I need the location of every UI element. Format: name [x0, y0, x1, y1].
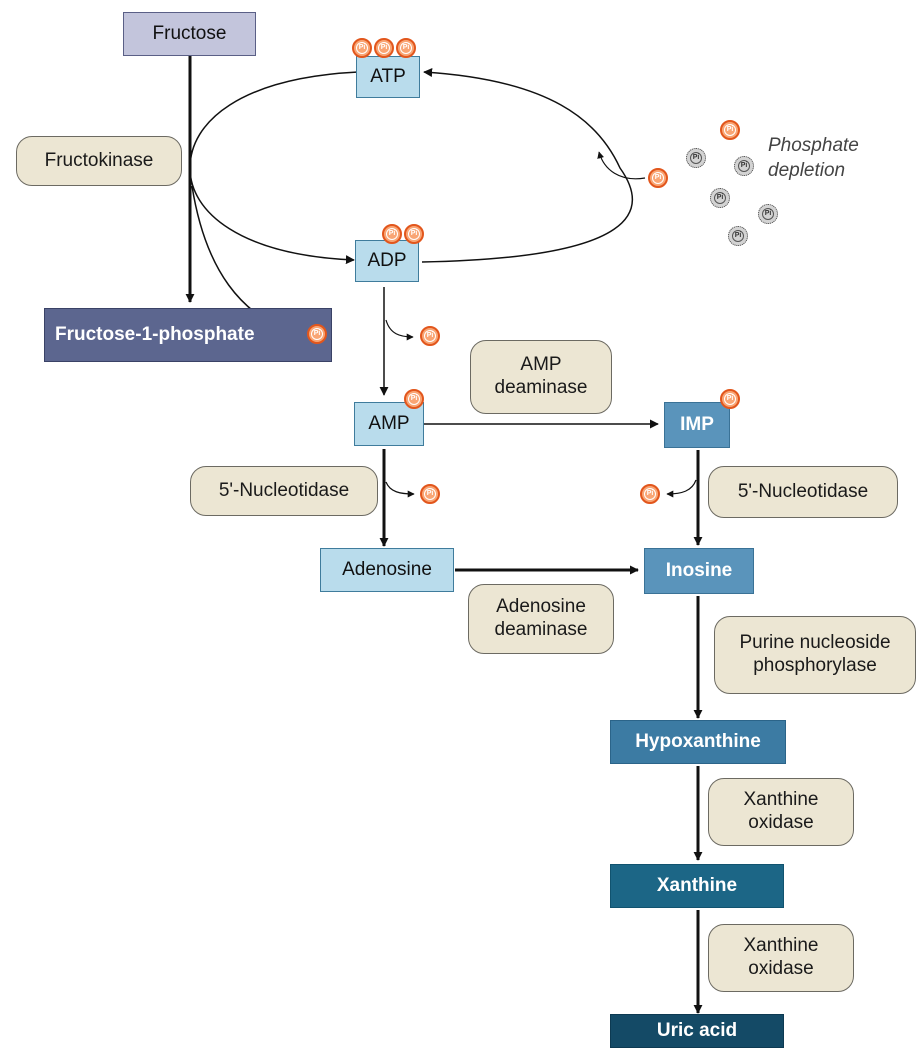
amp-pi-release-arrow	[385, 481, 415, 498]
enzyme-amp-deaminase-line2: deaminase	[494, 377, 588, 398]
phosphate-icon: Pi	[307, 324, 327, 344]
enzyme-xanthine-oxidase-1: Xanthine oxidase	[708, 778, 854, 846]
node-xanthine-label: Xanthine	[656, 875, 738, 897]
node-adp-label: ADP	[367, 250, 407, 272]
enzyme-amp-deaminase: AMP deaminase	[470, 340, 612, 414]
phosphate-icon: Pi	[420, 326, 440, 346]
phosphate-icon: Pi	[720, 120, 740, 140]
phosphate-return-arrow	[597, 151, 646, 180]
cycle-arc-left	[189, 71, 359, 265]
enzyme-fructokinase: Fructokinase	[16, 136, 182, 186]
phosphate-icon: Pi	[404, 224, 424, 244]
enzyme-adenosine-deaminase-line2: deaminase	[494, 619, 588, 640]
node-adp: ADP	[355, 240, 419, 282]
node-atp-label: ATP	[370, 66, 406, 88]
node-adenosine-label: Adenosine	[342, 559, 432, 581]
phosphate-icon: Pi	[374, 38, 394, 58]
node-fructose-1-phosphate: Fructose-1-phosphate	[44, 308, 332, 362]
node-fructose-label: Fructose	[152, 23, 227, 45]
enzyme-fructokinase-label: Fructokinase	[44, 149, 154, 171]
node-fructose-1-phosphate-label: Fructose-1-phosphate	[55, 324, 255, 346]
phosphate-icon: Pi	[640, 484, 660, 504]
node-inosine-label: Inosine	[665, 560, 733, 582]
node-uric-acid: Uric acid	[610, 1014, 784, 1048]
enzyme-xanthine-oxidase-1-line1: Xanthine	[743, 789, 819, 811]
inorganic-phosphate-icon: Pi	[758, 204, 778, 224]
node-fructose: Fructose	[123, 12, 256, 56]
enzyme-xanthine-oxidase-1-line2: oxidase	[748, 812, 814, 833]
enzyme-5-nucleotidase-left-label: 5'-Nucleotidase	[218, 479, 350, 501]
enzyme-xanthine-oxidase-2-line1: Xanthine	[743, 935, 819, 957]
enzyme-adenosine-deaminase: Adenosine deaminase	[468, 584, 614, 654]
node-xanthine: Xanthine	[610, 864, 784, 908]
node-atp: ATP	[356, 56, 420, 98]
phosphate-icon: Pi	[404, 389, 424, 409]
phosphate-icon: Pi	[382, 224, 402, 244]
phosphate-icon: Pi	[396, 38, 416, 58]
node-amp: AMP	[354, 402, 424, 446]
adp-pi-release-arrow	[385, 319, 414, 341]
enzyme-5-nucleotidase-right-label: 5'-Nucleotidase	[737, 480, 869, 502]
inorganic-phosphate-icon: Pi	[734, 156, 754, 176]
phosphate-depletion-line2: depletion	[768, 159, 846, 181]
phosphate-icon: Pi	[720, 389, 740, 409]
phosphate-icon: Pi	[420, 484, 440, 504]
enzyme-xanthine-oxidase-2-line2: oxidase	[748, 958, 814, 979]
enzyme-xanthine-oxidase-2: Xanthine oxidase	[708, 924, 854, 992]
cycle-arc-right	[421, 68, 633, 263]
imp-pi-release-arrow	[666, 479, 697, 498]
phosphate-icon: Pi	[648, 168, 668, 188]
node-imp-label: IMP	[680, 414, 714, 436]
node-imp: IMP	[664, 402, 730, 448]
phosphate-icon: Pi	[352, 38, 372, 58]
phosphate-depletion-line1: Phosphate	[768, 135, 859, 156]
node-inosine: Inosine	[644, 548, 754, 594]
enzyme-amp-deaminase-line1: AMP	[520, 354, 562, 376]
enzyme-adenosine-deaminase-line1: Adenosine	[496, 596, 586, 618]
inorganic-phosphate-icon: Pi	[710, 188, 730, 208]
node-hypoxanthine-label: Hypoxanthine	[635, 731, 761, 753]
node-amp-label: AMP	[368, 413, 410, 435]
inorganic-phosphate-icon: Pi	[728, 226, 748, 246]
node-uric-acid-label: Uric acid	[656, 1020, 738, 1041]
enzyme-5-nucleotidase-right: 5'-Nucleotidase	[708, 466, 898, 518]
inorganic-phosphate-icon: Pi	[686, 148, 706, 168]
enzyme-5-nucleotidase-left: 5'-Nucleotidase	[190, 466, 378, 516]
node-adenosine: Adenosine	[320, 548, 454, 592]
enzyme-pnp-line2: phosphorylase	[753, 655, 877, 676]
enzyme-purine-nucleoside-phosphorylase: Purine nucleoside phosphorylase	[714, 616, 916, 694]
enzyme-pnp-line1: Purine nucleoside	[739, 632, 891, 654]
node-hypoxanthine: Hypoxanthine	[610, 720, 786, 764]
phosphate-depletion-note: Phosphate depletion	[768, 134, 859, 183]
